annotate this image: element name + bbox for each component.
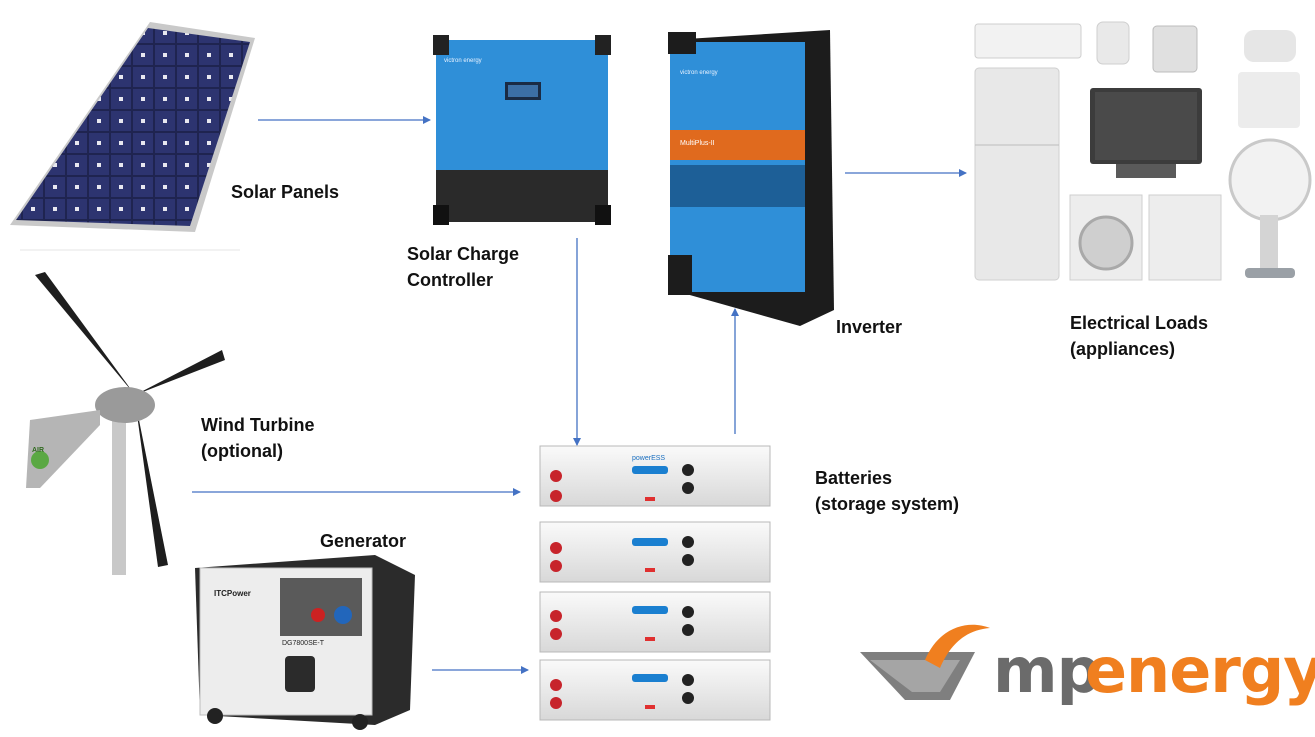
label-inverter: Inverter: [836, 317, 903, 337]
wind-turbine-image: [26, 272, 225, 575]
label-electrical-loads: Electrical Loads (appliances): [1070, 313, 1209, 359]
generator-image: [195, 555, 415, 730]
inverter-brand-text: victron energy: [680, 70, 718, 76]
battery-brand-text: powerESS: [632, 455, 666, 462]
label-solar-charge-controller: Solar Charge Controller: [407, 244, 520, 290]
inverter-model-text: MultiPlus-II: [680, 140, 715, 147]
generator-model-text: DG7800SE-T: [282, 640, 325, 647]
label-batteries: Batteries (storage system): [815, 468, 960, 514]
turbine-brand-text: AIR: [32, 447, 45, 454]
inverter-image: [668, 30, 834, 326]
solar-panel-image: [10, 22, 255, 251]
battery-stack-image: [539, 445, 771, 721]
charge-controller-image: [433, 35, 611, 225]
label-solar-panels: Solar Panels: [231, 182, 340, 202]
logo-energy-text: energy: [1085, 634, 1315, 707]
label-generator: Generator: [320, 531, 407, 551]
controller-brand-text: victron energy: [444, 58, 482, 64]
generator-brand-text: ITCPower: [214, 589, 251, 598]
appliances-image: [974, 21, 1312, 281]
label-wind-turbine: Wind Turbine (optional): [201, 415, 315, 461]
mp-energy-logo-mark: [860, 624, 990, 700]
logo-mp-text: mp: [993, 634, 1101, 707]
